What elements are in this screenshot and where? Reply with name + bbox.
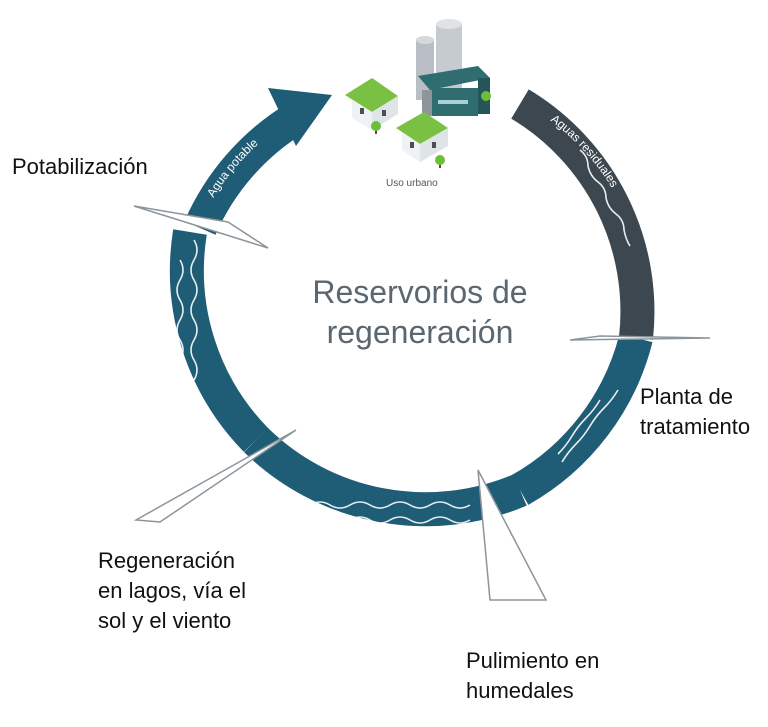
house-icon (396, 112, 448, 162)
arc-planta-to-humedales (511, 333, 653, 505)
stage-label-lagos: Regeneración en lagos, vía el sol y el v… (98, 548, 246, 633)
arc-potable (184, 103, 306, 236)
tree-icon (435, 155, 445, 168)
pointer-planta (569, 335, 711, 341)
arc-lagos-to-potabilizacion (169, 229, 269, 452)
pointer-potabilizacion (133, 205, 269, 249)
pointer-humedales (477, 469, 548, 601)
stage-label-humedales: Pulimiento en humedales (466, 648, 600, 703)
pointer-lagos (133, 429, 297, 523)
stage-label-planta: Planta de tratamiento (640, 384, 751, 439)
water-waves (176, 149, 631, 524)
arc-aguas-residuales (511, 89, 655, 340)
arrowhead-to-city (268, 88, 332, 146)
center-title: Reservorios de regeneración (312, 274, 528, 350)
house-icon (345, 78, 398, 130)
callout-pointers (133, 205, 711, 601)
tree-icon (371, 121, 381, 134)
stage-label-potabilizacion: Potabilización (12, 154, 148, 179)
factory-icon (418, 66, 490, 90)
tree-icon (481, 91, 491, 104)
city-label: Uso urbano (386, 178, 438, 189)
city-illustration: Uso urbano (345, 19, 491, 189)
